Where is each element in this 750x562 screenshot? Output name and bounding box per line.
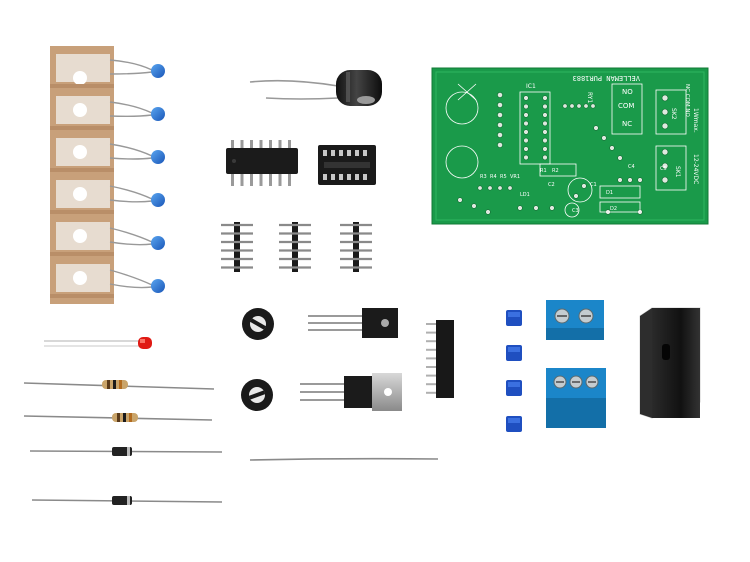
trimmer-potentiometer-1 [242,308,274,340]
pcb-component-label: C3 [572,208,579,214]
pcb-component-label: C5 [660,166,667,172]
voltage-regulator-1 [308,308,398,338]
led [44,337,152,349]
diode-1 [29,447,223,456]
pcb-board: VELLEMAN PUR1883 NO COM NC RY1 IC1 VR1 S… [431,67,709,225]
ceramic-capacitor [151,279,165,293]
jumper [506,380,522,396]
ic-chip [226,140,298,186]
resistor-1 [23,380,215,390]
pcb-contact-labels: NO COM NC [611,83,643,135]
label-sk1: SK1 [674,166,681,178]
label-no: NO [622,88,633,96]
electrolytic-capacitor [249,70,382,106]
jumper [506,345,522,361]
pcb-brand: VELLEMAN PUR1883 [573,74,640,82]
pcb-component-label: D1 [606,190,613,196]
pin-header-3 [340,222,372,272]
label-supply: 12-24VDC [692,154,699,184]
pcb-component-label: R3 [480,174,487,180]
terminal-block-2pin [546,300,604,340]
label-sk2: SK2 [670,108,677,120]
jumper [506,416,522,432]
ceramic-capacitor [151,193,165,207]
pcb-component-label: R2 [552,168,559,174]
resistor-2 [23,413,213,422]
capacitor-tape-strip [50,46,165,304]
label-power: 1Wmax. [692,108,699,133]
label-ry1: RY1 [586,92,593,103]
diode-2 [31,496,223,505]
label-side-contacts: NC COM NO [684,84,690,118]
terminal-block-3pin [546,368,606,428]
relay [639,307,701,419]
pin-header-1 [221,222,253,272]
pcb-component-label: C2 [548,182,555,188]
voltage-regulator-2 [300,373,402,411]
pcb-component-label: R5 [500,174,507,180]
jumper [506,310,522,326]
label-ic1: IC1 [526,83,536,90]
pcb-component-label: LD1 [520,192,530,198]
pcb-component-label: C4 [628,164,635,170]
label-com: COM [618,102,634,110]
ic-socket [318,145,376,185]
pin-header-2 [279,222,311,272]
pcb-component-label: C1 [590,182,597,188]
ceramic-capacitor [151,107,165,121]
sil-connector [426,320,454,398]
label-vr1: VR1 [510,174,520,180]
ceramic-capacitor [151,150,165,164]
pcb-component-label: D2 [610,206,617,212]
jumpers [506,310,522,432]
ceramic-capacitor [151,236,165,250]
pcb-component-label: R1 [540,168,547,174]
trimmer-potentiometer-2 [241,379,273,411]
label-nc: NC [622,120,632,128]
wire-link [249,457,439,461]
pcb-component-label: R4 [490,174,497,180]
ceramic-capacitor [151,64,165,78]
